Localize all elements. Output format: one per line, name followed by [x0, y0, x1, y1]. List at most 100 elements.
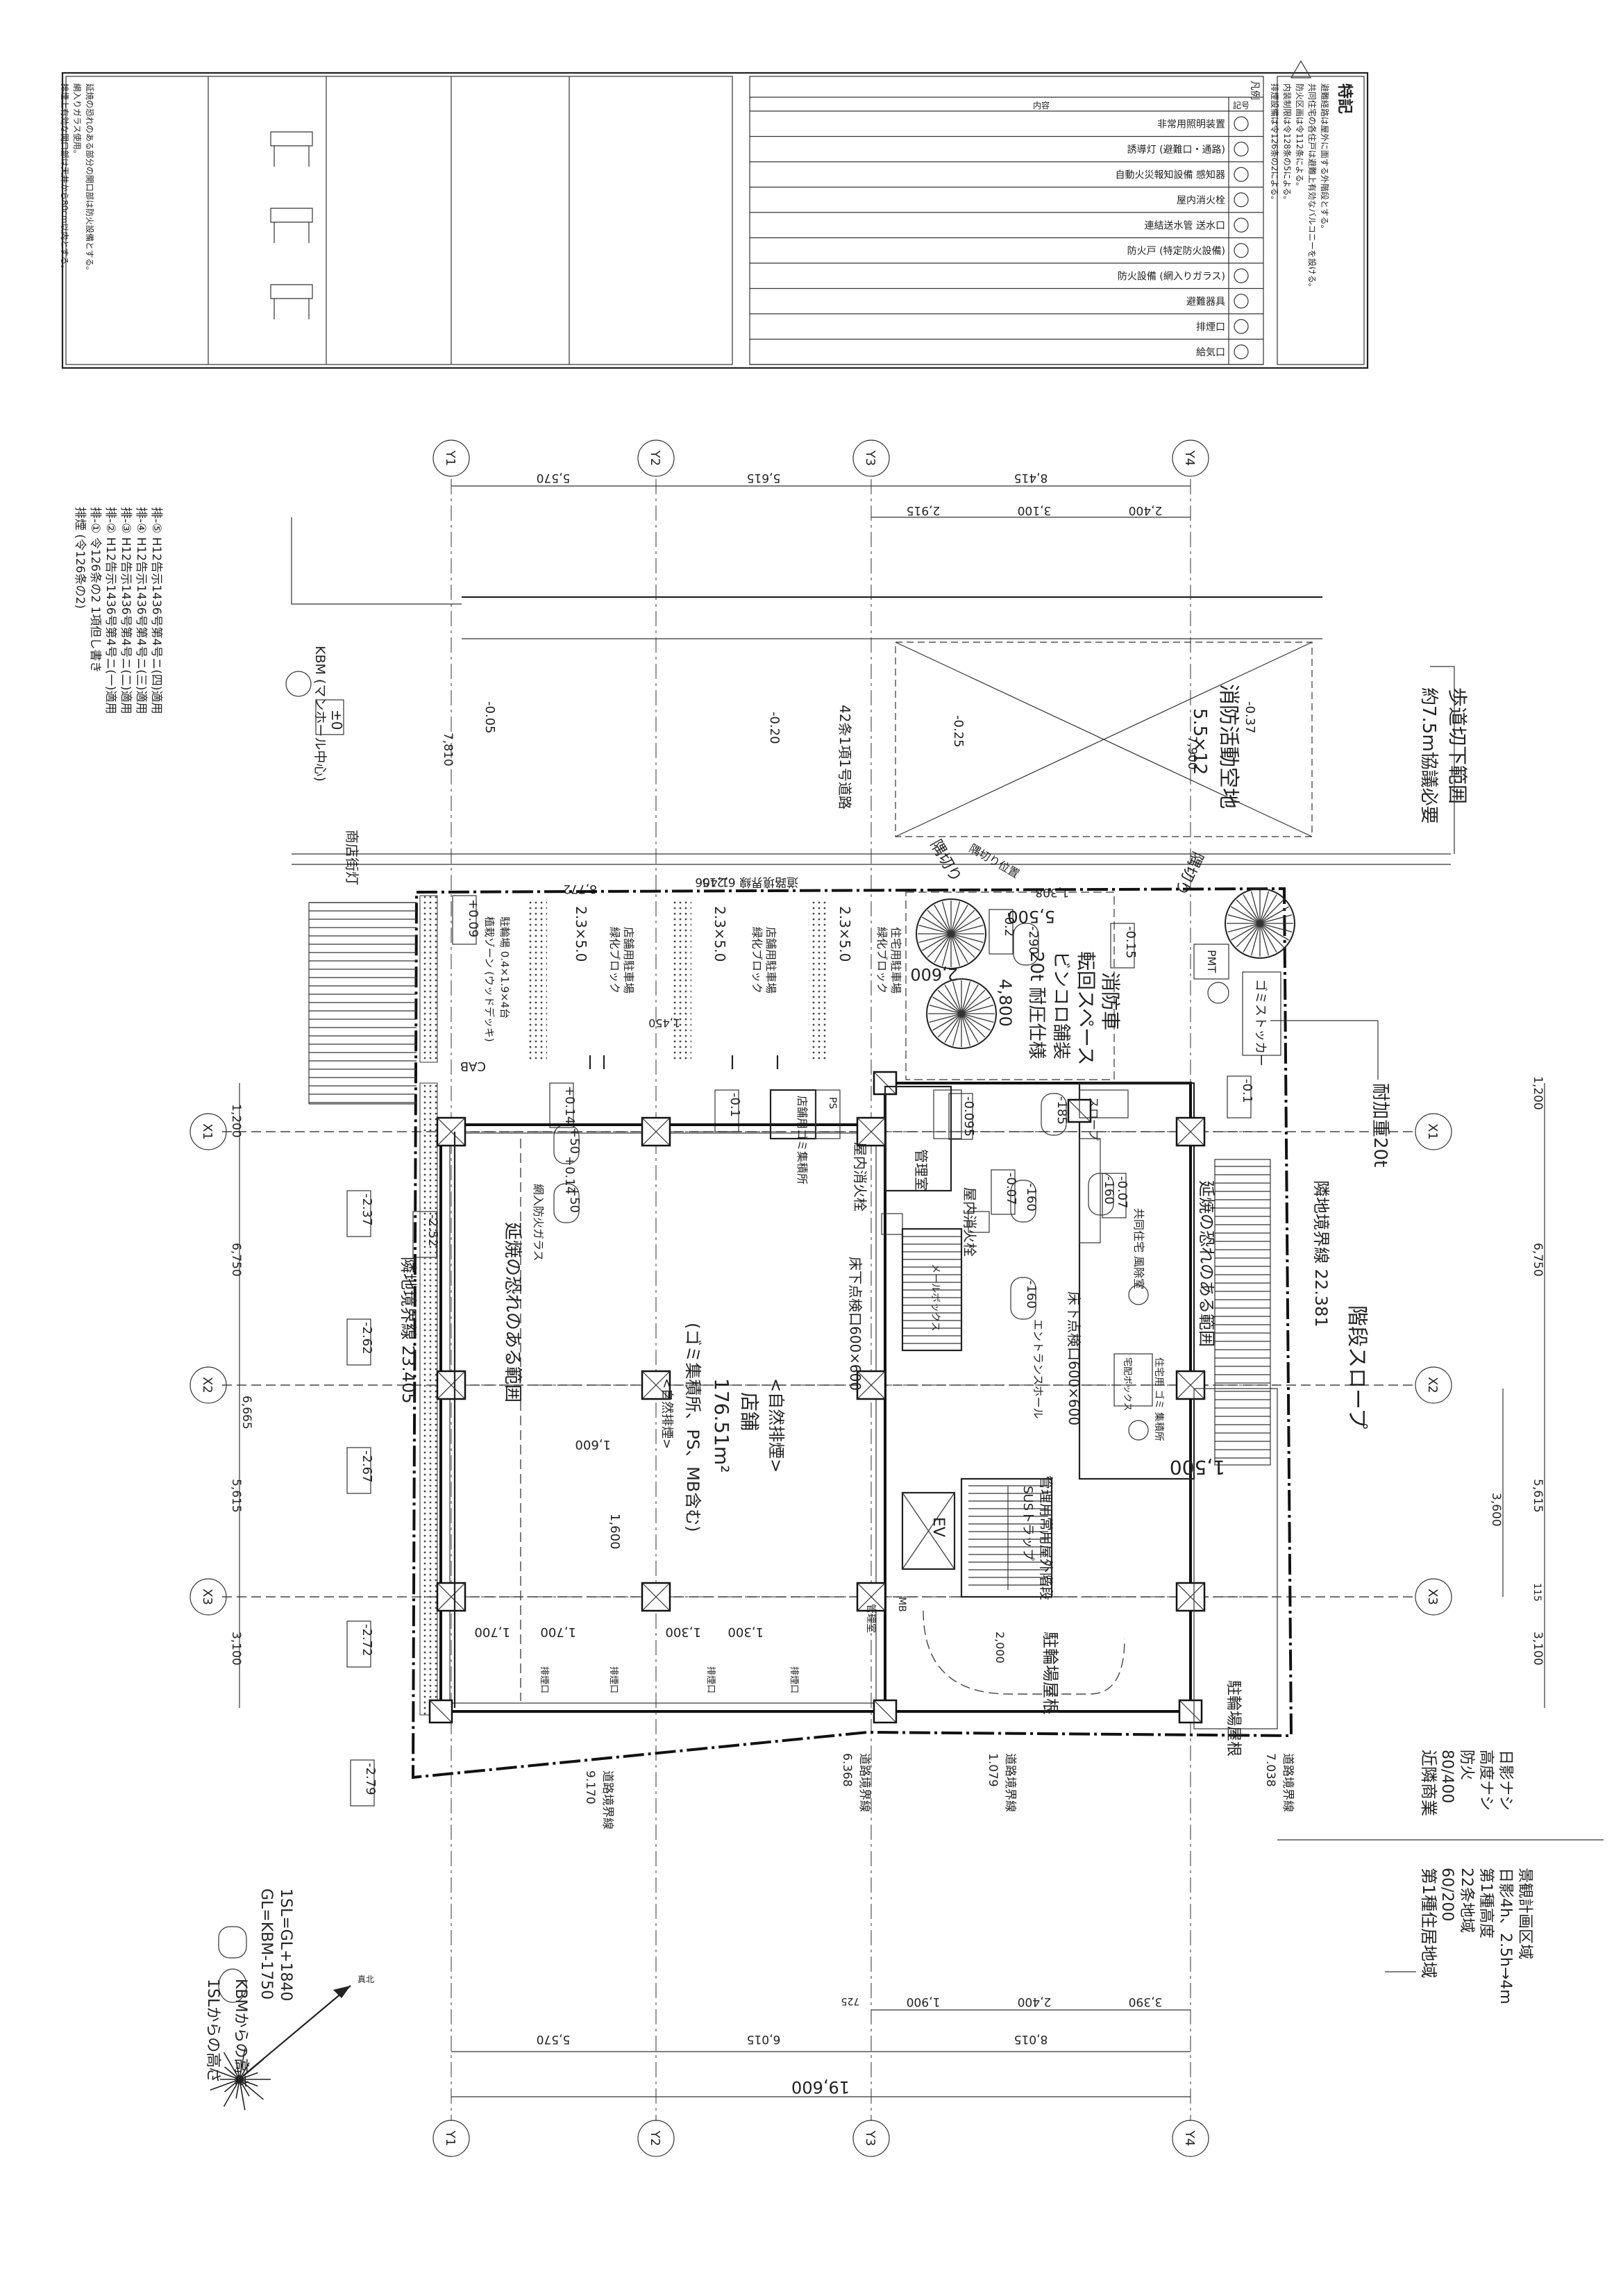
svg-text:1.079: 1.079 [986, 1753, 1000, 1787]
notes-line: 内装制限は令128条の5による。 [1282, 83, 1293, 204]
structural-column [1178, 1699, 1203, 1724]
road-boundary-labels: 道路境界線 7.038 道路境界線 1.079 道路境界線 6.368 道路境界… [583, 1753, 1295, 1829]
dim-right-7900: 7,900 [1185, 736, 1199, 770]
svg-text:消防車: 消防車 [1099, 972, 1122, 1030]
tree-icons [916, 888, 1295, 1049]
legend-symbol-icon [1234, 167, 1249, 182]
grid-bubble-bottom-y2: Y2 [637, 2120, 675, 2157]
structural-column [856, 1116, 886, 1147]
legend-title: 凡例 [1249, 81, 1260, 100]
kbm-manhole-icon [285, 671, 312, 697]
building [428, 1071, 1206, 1724]
svg-text:Y4: Y4 [1182, 2130, 1197, 2146]
north-arrow-icon: 真北 [210, 1975, 374, 2111]
svg-text:道路境界線: 道路境界線 [600, 1770, 614, 1829]
svg-text:景観計画区域: 景観計画区域 [1516, 1868, 1533, 1959]
svg-text:X1: X1 [1425, 1123, 1440, 1140]
structural-column [428, 1699, 453, 1724]
tree-icon [1225, 888, 1295, 959]
grid-bubble-top-y3: Y3 [852, 439, 890, 477]
svg-text:5,500: 5,500 [1007, 907, 1055, 926]
planter-strip [419, 895, 438, 1063]
grid-bubble-top-y2: Y2 [637, 439, 675, 477]
svg-text:9.170: 9.170 [583, 1770, 597, 1804]
svg-text:Y3: Y3 [863, 450, 877, 466]
dim-bottom-sub-3: 2,400 [1018, 1995, 1052, 2009]
svg-text:-0.25: -0.25 [951, 715, 966, 748]
svg-text:第1種高度: 第1種高度 [1477, 1868, 1495, 1938]
fire-truck-turning-space: 消防車 転回スペース ビンコロ舗装 20t 耐圧仕様 5,500 4,800 2… [905, 891, 1122, 1080]
svg-text:CAB: CAB [460, 1059, 486, 1073]
legend-col-content: 内容 [1033, 100, 1050, 110]
grid-bubble-right-x2: X2 [1415, 1366, 1452, 1404]
svg-text:ゴミストッカー: ゴミストッカー [1253, 979, 1268, 1066]
legend-row: 自動火災報知設備 感知器 [1116, 169, 1225, 181]
dim-top-sub-3: 2,400 [1129, 503, 1163, 517]
legend-symbol-icon [1234, 243, 1249, 258]
legend-row: 排煙口 [1196, 321, 1225, 333]
wired-glass-label: 網入防火ガラス [532, 1184, 545, 1262]
sidewalk-cut-label: 歩道切下範囲 [1446, 687, 1469, 804]
kbm-label: KBM (マンホール中心) [312, 646, 328, 782]
hydrant-1-label: 屋内消火栓 [852, 1142, 868, 1212]
tree-icon [916, 898, 986, 969]
notes-line: 避難経路は屋外に面する外階段とする。 [1320, 83, 1330, 233]
dim-right-small: 115 [1531, 1583, 1542, 1602]
svg-text:+0.14: +0.14 [562, 1086, 577, 1124]
svg-text:X3: X3 [1425, 1589, 1440, 1605]
fire-space-label: 消防活動空地 [1216, 684, 1241, 809]
svg-text:+0.09: +0.09 [466, 899, 480, 937]
svg-text:道路境界線: 道路境界線 [857, 1753, 871, 1812]
svg-text:60/200: 60/200 [1438, 1868, 1456, 1921]
svg-text:-2.37: -2.37 [360, 1193, 374, 1226]
mb-label: MB [896, 1597, 907, 1612]
grid-bubble-right-x1: X1 [1415, 1113, 1452, 1150]
adjacent-stairs-treads [308, 902, 417, 1104]
notes-line: 防火区画は令112条による。 [1295, 83, 1305, 191]
legend-row: 屋内消火栓 [1177, 195, 1225, 206]
svg-text:2.3×5.0: 2.3×5.0 [573, 906, 589, 962]
sus-trap-label: SUSトラップ [1020, 1486, 1035, 1561]
grid-bubble-bottom-y3: Y3 [852, 2120, 890, 2157]
side-note: 排煙上有効な開口部は天井から80cm以内とする。 [60, 83, 70, 273]
ps-room [815, 1089, 841, 1139]
svg-text:6.368: 6.368 [840, 1753, 854, 1787]
exhaust-c: 排煙口 [705, 1666, 716, 1693]
mgmt-label: 管理室 [913, 1149, 930, 1191]
shop-natural-exhaust: <自然排煙> [766, 1378, 786, 1473]
parking-stripe-c [809, 899, 828, 1062]
grid-bubble-left-x1: X1 [190, 1113, 227, 1150]
svg-text:ビンコロ舗装: ビンコロ舗装 [1050, 951, 1071, 1059]
svg-text:緑化ブロック: 緑化ブロック [875, 927, 889, 994]
parking-labels: 2.3×5.0 店舗用駐車場 緑化ブロック 2.3×5.0 店舗用駐車場 緑化ブ… [460, 906, 902, 1073]
grid-bubble-top-y1: Y1 [432, 439, 470, 477]
svg-text:Y4: Y4 [1182, 450, 1197, 466]
structural-column [1175, 1370, 1206, 1400]
dim-right-4: 3,600 [1489, 1493, 1503, 1527]
svg-text:X2: X2 [200, 1377, 215, 1393]
svg-text:道路境界線: 道路境界線 [1281, 1753, 1295, 1812]
svg-text:20t 耐圧仕様: 20t 耐圧仕様 [1026, 951, 1047, 1059]
svg-text:-160: -160 [1102, 1176, 1116, 1205]
planter-strip-2 [419, 1082, 438, 1716]
hydrant-box-1 [881, 1213, 903, 1235]
svg-text:PMT: PMT [1205, 950, 1218, 973]
legend-symbol-icon [1234, 268, 1249, 283]
neighbor-left: 隣地境界線 23.405 [398, 1257, 418, 1404]
svg-text:-0.07: -0.07 [1115, 1176, 1129, 1209]
site-boundary [309, 887, 1293, 1779]
svg-text:Y2: Y2 [648, 450, 662, 466]
dim-left-7810: 7,810 [441, 732, 455, 766]
legend-row: 給気口 [1196, 347, 1225, 358]
side-note: 延焼の恐れのある部分の開口部は防火設備とする。 [85, 83, 95, 275]
dim-left-1: 1,200 [229, 1104, 243, 1138]
legend-row: 避難器具 [1186, 296, 1225, 308]
road-line-8772: 8,772 [563, 882, 597, 896]
legend-symbol-icon [1234, 192, 1249, 208]
bay-1700-a: 1,700 [474, 1625, 510, 1639]
grid-bubble-left-x3: X3 [190, 1578, 227, 1616]
grid-bubble-top-y4: Y4 [1172, 439, 1209, 477]
sidewalk-note: 約7.5m協議必要 [1418, 687, 1439, 824]
svg-text:防火: 防火 [1458, 1750, 1475, 1780]
grid-bubbles: Y1 Y2 Y3 Y4 Y1 Y2 Y3 Y4 X1 X2 X3 X1 X2 X… [190, 439, 1452, 2157]
